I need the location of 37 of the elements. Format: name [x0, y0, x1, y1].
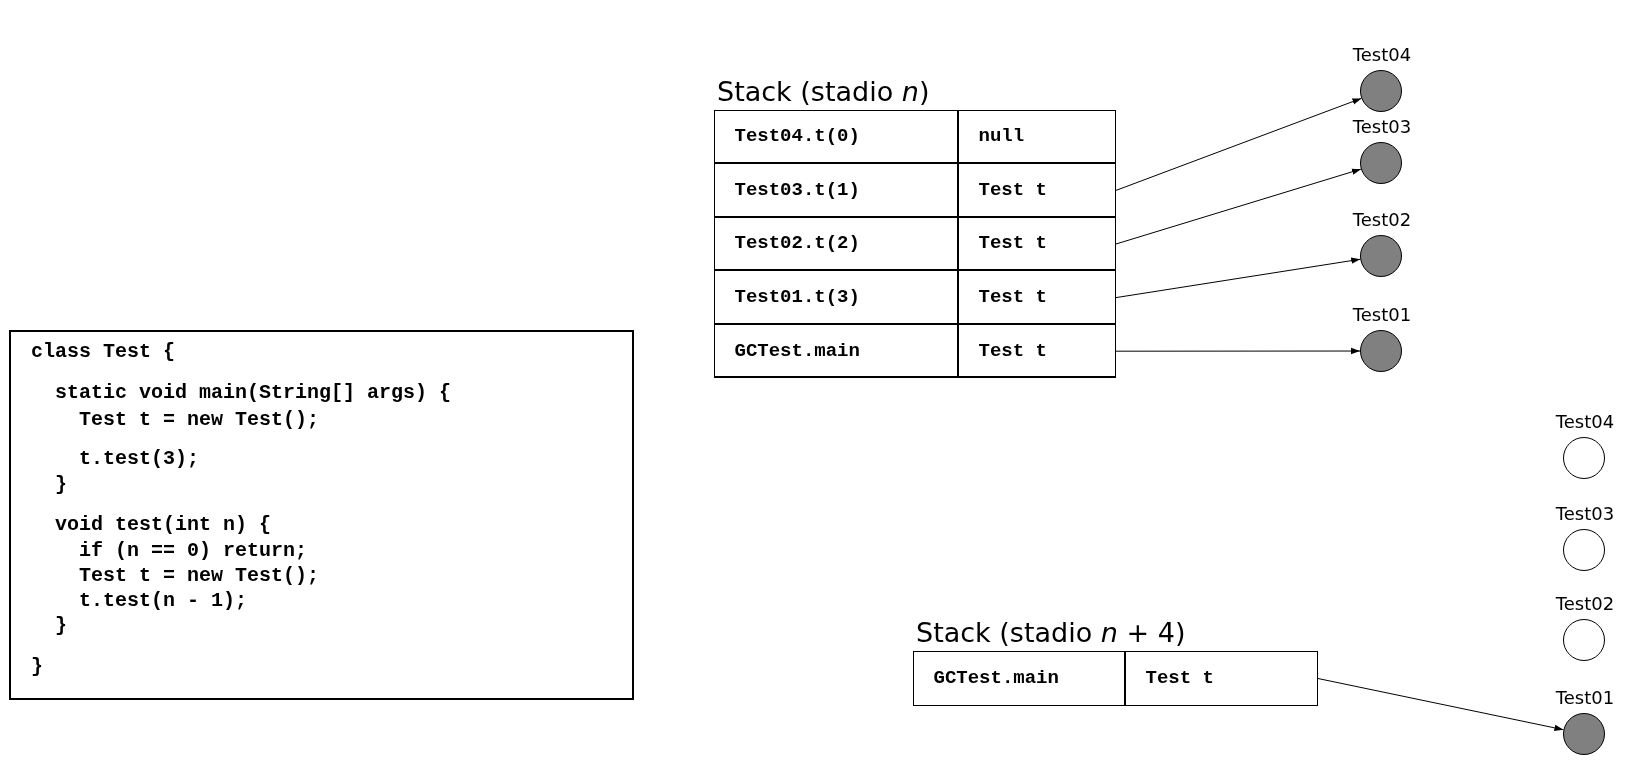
stack-cell: Test03.t(1): [713, 163, 958, 217]
stack-cell: Test02.t(2): [713, 216, 958, 271]
object-label: Test02: [1352, 209, 1412, 230]
object-label: Test02: [1555, 593, 1615, 614]
object-label: Test01: [1555, 687, 1615, 708]
arrow: [1115, 97, 1362, 191]
code-line: t.test(n - 1);: [78, 589, 248, 613]
stack-cell: Test04.t(0): [713, 109, 958, 164]
code-line: static void main(String[] args) {: [54, 381, 452, 405]
object-label: Test04: [1352, 44, 1412, 65]
stack-cell: null: [957, 109, 1116, 164]
object-label: Test03: [1352, 116, 1412, 137]
code-line: Test t = new Test();: [78, 564, 320, 588]
stack-cell: Test t: [957, 163, 1116, 217]
stack-title: Stack (stadio n + 4): [916, 617, 1186, 648]
arrow: [1115, 257, 1361, 299]
code-line: }: [31, 655, 43, 679]
arrow: [1115, 347, 1361, 355]
stack-cell: Test t: [957, 216, 1116, 271]
code-line: Test t = new Test();: [78, 408, 320, 432]
code-box: [9, 330, 634, 700]
code-line: }: [54, 473, 67, 497]
stack-title: Stack (stadio n): [717, 76, 930, 107]
code-line: t.test(3);: [78, 447, 200, 471]
stack-cell: Test t: [957, 323, 1116, 378]
stack-cell: Test t: [957, 270, 1116, 324]
code-line: if (n == 0) return;: [78, 539, 308, 563]
object-label: Test03: [1555, 503, 1615, 524]
arrow: [1115, 168, 1362, 245]
code-line: }: [54, 614, 67, 638]
code-line: class Test {: [31, 340, 176, 364]
object-label: Test01: [1352, 304, 1412, 325]
code-line: void test(int n) {: [54, 513, 272, 537]
arrow: [1317, 678, 1564, 731]
stack-cell: GCTest.main: [713, 323, 958, 378]
stack-cell: Test01.t(3): [713, 270, 958, 324]
object-label: Test04: [1555, 411, 1615, 432]
